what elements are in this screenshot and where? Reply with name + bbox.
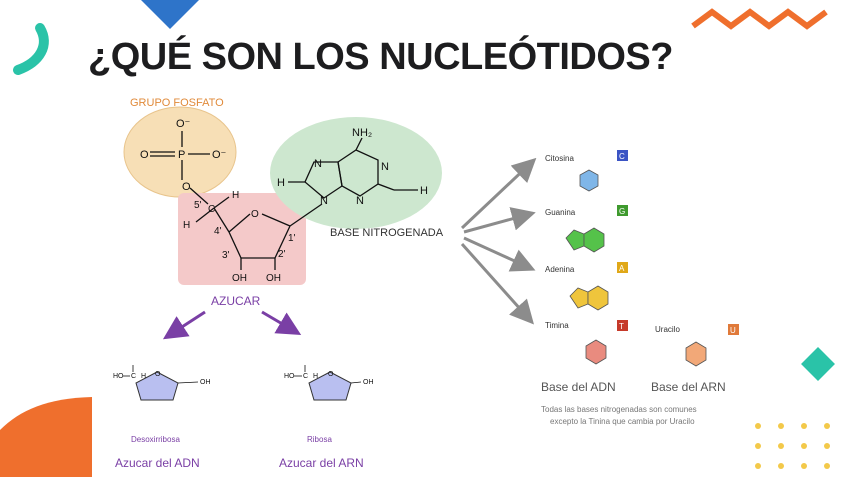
atom-h-right: H <box>420 185 428 197</box>
base-bonds <box>288 137 418 199</box>
label-h: H <box>141 373 146 380</box>
base-molecule-icon <box>685 341 707 367</box>
atom-c2: 2' <box>278 249 286 260</box>
base-label: BASE NITROGENADA <box>330 227 444 239</box>
base-name: Citosina <box>545 154 574 163</box>
rna-base-caption: Base del ARN <box>651 380 726 394</box>
atom-c5: 5' <box>194 200 202 211</box>
label-o: O <box>155 371 161 378</box>
atom-c: C <box>208 204 215 215</box>
base-guanina: Guanina G <box>545 205 628 253</box>
base-timina: Timina T <box>545 320 628 365</box>
sugar-region <box>178 193 306 285</box>
label-oh: OH <box>363 379 374 386</box>
base-letter: C <box>619 152 625 161</box>
sugar-label: AZUCAR <box>211 294 261 308</box>
label-c: C <box>131 373 136 380</box>
atom-o-top: O⁻ <box>176 118 191 130</box>
dna-sugar-caption: Azucar del ADN <box>115 456 200 470</box>
base-letter-box <box>617 150 628 161</box>
base-letter: G <box>619 207 625 216</box>
base-molecule-icon <box>569 287 589 309</box>
atom-oh1: OH <box>232 273 247 284</box>
atom-h1: H <box>232 190 239 201</box>
base-arrows <box>460 157 537 325</box>
atom-h2: H <box>183 220 190 231</box>
base-letter: U <box>730 326 736 335</box>
phosphate-bonds <box>150 131 210 205</box>
base-adenina: Adenina A <box>545 262 628 311</box>
label-h: H <box>313 373 318 380</box>
atom-n3: N <box>320 195 328 207</box>
orange-quarter-circle-decoration <box>0 397 92 477</box>
ribose-name: Ribosa <box>307 435 332 444</box>
atom-n2: N <box>381 161 389 173</box>
atom-oh2: OH <box>266 273 281 284</box>
teal-arc-decoration <box>13 23 49 75</box>
ribose-structure: HO C H O OH Ribosa Azucar del ARN <box>279 365 374 470</box>
base-name: Timina <box>545 321 569 330</box>
deoxyribose-structure: HO C H O OH Desoxirribosa Azucar del ADN <box>113 365 211 470</box>
yellow-dots-decoration <box>755 423 830 469</box>
base-name: Uracilo <box>655 325 680 334</box>
deoxyribose-ring <box>135 371 179 401</box>
base-letter-box <box>617 320 628 331</box>
teal-diamond-decoration <box>801 347 835 381</box>
base-molecule-icon <box>565 229 585 251</box>
dna-base-caption: Base del ADN <box>541 380 616 394</box>
atom-n1: N <box>314 158 322 170</box>
atom-h-left: H <box>277 177 285 189</box>
atom-o-left: O <box>140 149 149 161</box>
base-letter-box <box>728 324 739 335</box>
atom-c3: 3' <box>222 250 230 261</box>
atom-p: P <box>178 149 185 161</box>
base-region <box>270 117 442 229</box>
bases-note-line2: excepto la Tinina que cambia por Uracilo <box>550 417 695 426</box>
atom-ring-o: O <box>251 209 259 220</box>
phosphate-label: GRUPO FOSFATO <box>130 97 224 109</box>
deoxyribose-name: Desoxirribosa <box>131 435 180 444</box>
base-citosina: Citosina C <box>545 150 628 192</box>
sugar-bonds <box>195 196 323 270</box>
sugar-atoms: 5' C H H 4' O 1' 3' 2' OH OH <box>183 190 296 284</box>
rna-sugar-caption: Azucar del ARN <box>279 456 364 470</box>
label-ho: HO <box>284 373 295 380</box>
sugar-arrows <box>162 310 302 340</box>
blue-triangle-decoration <box>141 0 199 29</box>
atom-o-right: O⁻ <box>212 149 227 161</box>
ribose-ring <box>308 371 352 401</box>
atom-c4: 4' <box>214 226 222 237</box>
atom-o-link: O <box>182 181 191 193</box>
atom-n4: N <box>356 195 364 207</box>
base-letter-box <box>617 205 628 216</box>
label-o: O <box>328 371 334 378</box>
atom-c1: 1' <box>288 233 296 244</box>
base-letter: A <box>619 264 625 273</box>
base-atoms: NH₂ N N N N H H <box>277 127 428 207</box>
slide-title: ¿QUÉ SON LOS NUCLEÓTIDOS? <box>88 36 673 78</box>
label-oh: OH <box>200 379 211 386</box>
base-molecule-icon <box>585 339 607 365</box>
base-molecule-icon <box>579 169 599 192</box>
atom-nh2: NH₂ <box>352 127 372 139</box>
base-letter-box <box>617 262 628 273</box>
base-name: Guanina <box>545 208 576 217</box>
phosphate-structure: O⁻ O P O⁻ O <box>140 118 227 193</box>
label-c: C <box>303 373 308 380</box>
base-letter: T <box>619 322 624 331</box>
label-ho: HO <box>113 373 124 380</box>
bases-note-line1: Todas las bases nitrogenadas son comunes <box>541 405 697 414</box>
orange-zigzag-decoration <box>691 8 828 30</box>
base-name: Adenina <box>545 265 575 274</box>
base-uracilo: Uracilo U <box>655 324 739 367</box>
